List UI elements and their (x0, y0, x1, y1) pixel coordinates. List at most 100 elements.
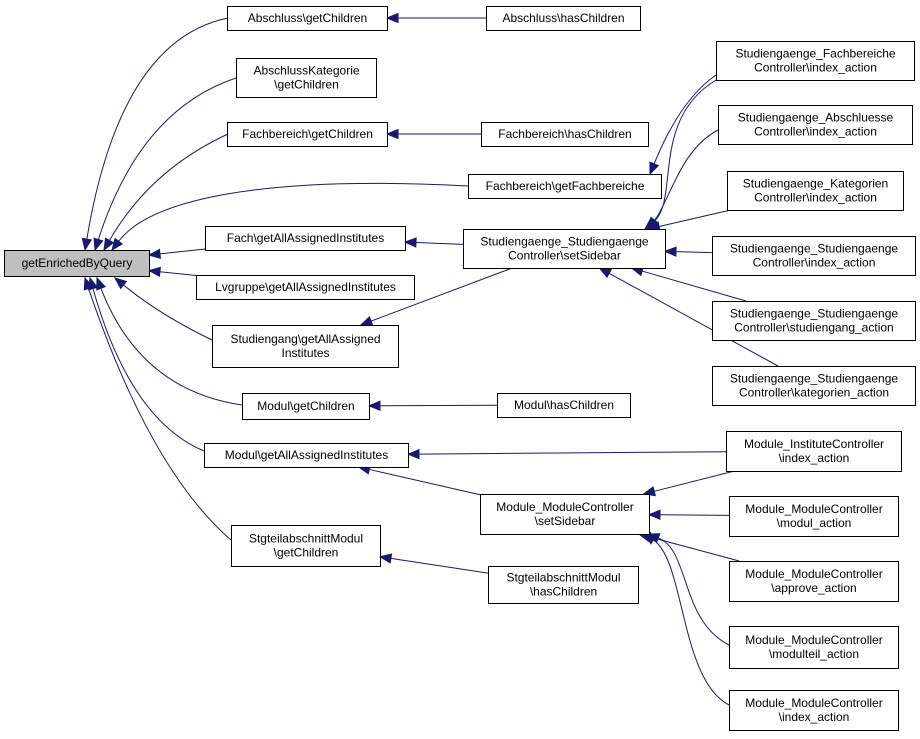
node-sg-sg-studiengang[interactable]: Studiengaenge_StudiengaengeController\st… (712, 301, 916, 341)
node-mm-modulteil[interactable]: Module_ModuleController\modulteil_action (729, 626, 899, 669)
edge-mi_index-to-mm_setSidebar (642, 470, 735, 497)
edge-line (418, 451, 727, 455)
edge-modul_hasChildren-to-modul_getChildren (367, 400, 498, 411)
edge-sg_fachbereiche_index-to-fachbereich_getFachbereiche (649, 74, 717, 176)
edge-modul_getAllAssignedInstitutes-to-root (88, 276, 205, 452)
node-sg-kategorien-index[interactable]: Studiengaenge_KategorienController\index… (727, 171, 904, 211)
edge-line (159, 271, 197, 277)
node-box[interactable] (468, 174, 662, 199)
node-box[interactable] (716, 41, 915, 81)
edge-lvgruppe_getAllAssignedInstitutes-to-root (147, 266, 197, 278)
edge-sg_kategorien_index-to-sg_setSidebar (647, 209, 731, 232)
node-label: StgteilabschnittModul (249, 532, 363, 546)
node-abschluss-hasChildren[interactable]: Abschluss\hasChildren (486, 6, 641, 31)
node-box[interactable] (204, 443, 409, 468)
edge-mm_modulteil-to-mm_setSidebar (646, 533, 730, 646)
edge-line (608, 272, 779, 367)
arrowhead-icon (378, 553, 393, 564)
node-stg-hasChildren[interactable]: StgteilabschnittModul\hasChildren (488, 566, 639, 604)
edge-line (92, 288, 205, 452)
edge-abschluss_hasChildren-to-abschluss_getChildren (385, 12, 486, 24)
arrowhead-icon (359, 316, 374, 326)
node-box[interactable] (212, 325, 399, 368)
node-lvgruppe-getAllAssignedInstitutes[interactable]: Lvgruppe\getAllAssignedInstitutes (196, 275, 415, 300)
node-box[interactable] (712, 236, 916, 276)
node-box[interactable] (463, 229, 666, 269)
node-sg-setSidebar[interactable]: Studiengaenge_StudiengaengeController\se… (463, 229, 666, 269)
node-sg-sg-index[interactable]: Studiengaenge_StudiengaengeController\in… (712, 236, 916, 276)
node-sg-sg-kategorien[interactable]: Studiengaenge_StudiengaengeController\ka… (712, 366, 916, 406)
node-box[interactable] (712, 366, 916, 406)
node-fachbereich-getFachbereiche[interactable]: Fachbereich\getFachbereiche (468, 174, 662, 199)
node-label: Fach\getAllAssignedInstitutes (227, 231, 384, 245)
node-sg-fachbereiche-index[interactable]: Studiengaenge_FachbereicheController\ind… (716, 41, 915, 81)
edge-abschlusskategorie_getChildren-to-root (93, 77, 237, 252)
edge-fachbereich_hasChildren-to-fachbereich_getChildren (385, 128, 481, 140)
node-mi-index[interactable]: Module_InstituteController\index_action (726, 431, 902, 472)
node-label: Controller\setSidebar (508, 249, 621, 263)
edge-line (675, 251, 713, 254)
node-label: Controller\index_action (754, 125, 877, 139)
node-studiengang-getAllAssigned[interactable]: Studiengang\getAllAssignedInstitutes (212, 325, 399, 368)
node-box[interactable] (231, 525, 381, 567)
node-box[interactable] (242, 393, 370, 420)
node-box[interactable] (727, 171, 904, 211)
edge-line (654, 470, 735, 492)
node-fach-getAllAssignedInstitutes[interactable]: Fach\getAllAssignedInstitutes (205, 226, 406, 251)
node-modul-getChildren[interactable]: Modul\getChildren (242, 393, 370, 420)
node-stg-getChildren[interactable]: StgteilabschnittModul\getChildren (231, 525, 381, 567)
node-box[interactable] (729, 690, 899, 731)
node-mm-setSidebar[interactable]: Module_ModuleController\setSidebar (480, 494, 650, 535)
arrowhead-icon (403, 237, 417, 248)
node-box[interactable] (4, 250, 150, 277)
node-box[interactable] (227, 122, 388, 147)
node-label: Controller\kategorien_action (739, 386, 889, 400)
arrowhead-icon (111, 237, 124, 252)
node-box[interactable] (488, 566, 639, 604)
node-label: Fachbereich\getChildren (242, 127, 373, 141)
node-label: Studiengaenge_Studiengaenge (480, 235, 648, 249)
node-mm-modul[interactable]: Module_ModuleController\modul_action (729, 496, 899, 537)
node-mm-approve[interactable]: Module_ModuleController\approve_action (729, 561, 899, 602)
node-label: Modul\hasChildren (514, 398, 614, 412)
node-modul-getAllAssignedInstitutes[interactable]: Modul\getAllAssignedInstitutes (204, 443, 409, 468)
arrowhead-icon (147, 266, 161, 278)
edge-sg_sg_index-to-sg_setSidebar (663, 246, 713, 257)
edge-line (659, 514, 730, 516)
arrowhead-icon (81, 237, 93, 252)
node-label: Controller\index_action (754, 191, 877, 205)
node-fachbereich-hasChildren[interactable]: Fachbereich\hasChildren (481, 122, 649, 147)
node-label: Studiengaenge_Studiengaenge (730, 307, 898, 321)
node-box[interactable] (726, 431, 902, 472)
node-box[interactable] (481, 122, 649, 147)
edge-line (100, 288, 243, 406)
node-label: Studiengaenge_Kategorien (743, 177, 888, 191)
node-label: Module_ModuleController (745, 567, 882, 581)
node-label: Studiengaenge_Abschluesse (738, 111, 894, 125)
node-box[interactable] (712, 301, 916, 341)
node-box[interactable] (729, 561, 899, 602)
node-sg-abschluesse-index[interactable]: Studiengaenge_AbschluesseController\inde… (718, 105, 913, 145)
node-mm-index[interactable]: Module_ModuleController\index_action (729, 690, 899, 731)
node-box[interactable] (227, 6, 388, 31)
node-box[interactable] (196, 275, 415, 300)
node-label: Abschluss\hasChildren (502, 11, 624, 25)
node-label: Fachbereich\hasChildren (498, 127, 631, 141)
node-box[interactable] (729, 496, 899, 537)
node-box[interactable] (718, 105, 913, 145)
node-box[interactable] (480, 494, 650, 535)
node-box[interactable] (729, 626, 899, 669)
arrowhead-icon (93, 237, 104, 252)
node-abschlusskategorie-getChildren[interactable]: AbschlussKategorie\getChildren (236, 58, 377, 98)
node-modul-hasChildren[interactable]: Modul\hasChildren (497, 393, 631, 418)
node-root[interactable]: getEnrichedByQuery (4, 250, 150, 277)
edge-line (97, 77, 237, 240)
node-box[interactable] (205, 226, 406, 251)
node-box[interactable] (497, 393, 631, 418)
node-abschluss-getChildren[interactable]: Abschluss\getChildren (227, 6, 388, 31)
node-label: Controller\index_action (753, 256, 876, 270)
node-fachbereich-getChildren[interactable]: Fachbereich\getChildren (227, 122, 388, 147)
node-box[interactable] (236, 58, 377, 98)
node-box[interactable] (486, 6, 641, 31)
